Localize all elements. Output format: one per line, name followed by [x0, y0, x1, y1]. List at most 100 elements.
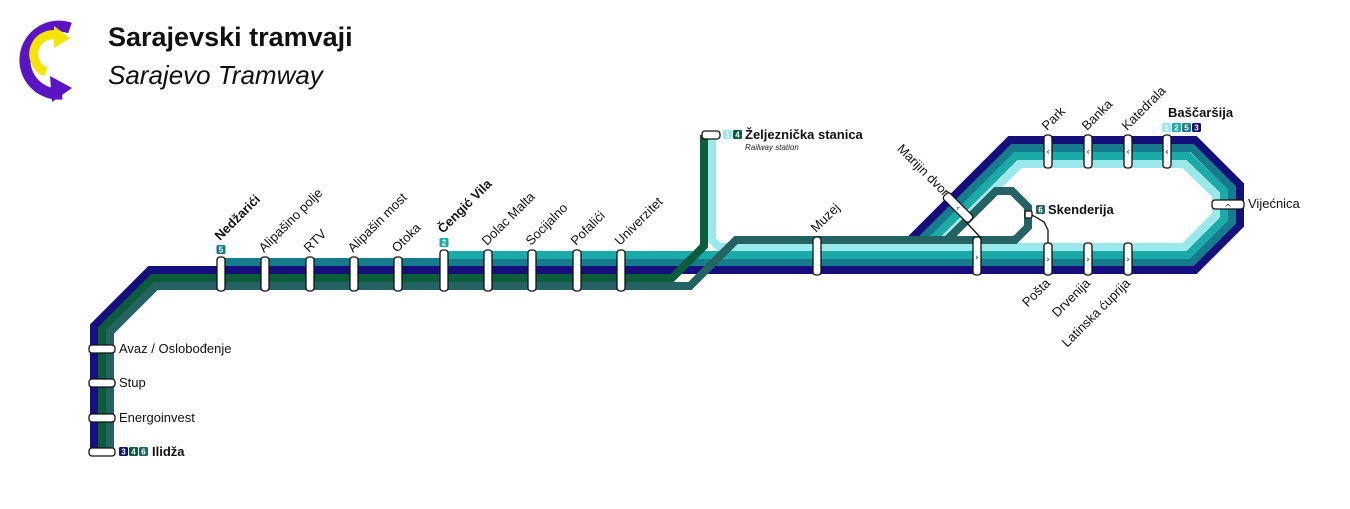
line-badge-1: 1: [723, 130, 732, 140]
line-badge-number: 2: [442, 239, 447, 248]
station-label[interactable]: Pošta: [1019, 275, 1054, 310]
station-marker[interactable]: [527, 249, 537, 292]
station-marker[interactable]: [1162, 134, 1172, 169]
line-badge-number: 2: [1174, 124, 1179, 133]
station-label[interactable]: Muzej: [808, 200, 843, 235]
station-marker[interactable]: [1211, 199, 1245, 210]
station-marker[interactable]: [972, 236, 982, 276]
station-marker[interactable]: [305, 256, 315, 292]
line-badge-number: 1: [1164, 124, 1169, 133]
station-energoinvest[interactable]: Energoinvest: [88, 410, 195, 425]
station-label[interactable]: Otoka: [389, 219, 425, 255]
station-marker[interactable]: [483, 249, 493, 292]
station-label[interactable]: Ilidža: [152, 444, 185, 459]
line-badge-2: 2: [439, 238, 449, 248]
direction-arrow-icon: ‹: [1086, 148, 1090, 158]
station-stup[interactable]: Stup: [88, 375, 146, 390]
line-badge-number: 5: [219, 246, 224, 255]
station-marker[interactable]: [260, 256, 270, 292]
line-badge-1: 1: [1162, 123, 1171, 133]
station-marker[interactable]: [616, 249, 626, 292]
station-marker[interactable]: [1083, 242, 1093, 276]
line-badge-3: 3: [1192, 123, 1201, 133]
tram-line-4[interactable]: [98, 135, 708, 456]
direction-arrow-icon: ›: [1086, 255, 1090, 265]
station-label[interactable]: Marijin dvor: [894, 141, 953, 200]
station-avaz-oslobo-enje[interactable]: Avaz / Oslobođenje: [88, 341, 232, 356]
tram-line-1[interactable]: [708, 135, 1220, 251]
station-marker[interactable]: [216, 256, 226, 292]
station-marker[interactable]: [572, 249, 582, 292]
direction-arrow-icon: ›: [1046, 255, 1050, 265]
station-label[interactable]: Latinska ćuprija: [1059, 275, 1134, 350]
logo-inner-arrowhead: [54, 26, 70, 48]
map-subtitle: Sarajevo Tramway: [108, 60, 325, 90]
station-marker[interactable]: [88, 378, 116, 388]
station-marker[interactable]: [393, 256, 403, 292]
transfer-connector: [1031, 214, 1049, 243]
direction-arrow-icon: ‹: [1165, 148, 1169, 158]
station-label[interactable]: RTV: [301, 226, 330, 255]
station-label[interactable]: Vijećnica: [1248, 196, 1301, 211]
station-skenderija[interactable]: Skenderija: [1024, 202, 1115, 243]
station-label[interactable]: Skenderija: [1048, 202, 1115, 217]
station-marker[interactable]: [1123, 242, 1133, 276]
station-marker[interactable]: [1083, 134, 1093, 169]
station-label[interactable]: Željeznička stanica: [745, 127, 864, 142]
station-label[interactable]: Nedžarići: [212, 192, 263, 243]
direction-arrow-icon: ‹: [1046, 148, 1050, 158]
tram-line-3[interactable]: [90, 136, 1244, 456]
station-label[interactable]: Univerzitet: [612, 194, 666, 248]
station-label[interactable]: Park: [1039, 103, 1069, 133]
line-badge-3: 3: [119, 447, 128, 457]
station-vije-nica[interactable]: ^ Vijećnica: [1211, 196, 1301, 214]
station-label[interactable]: Pofalići: [568, 208, 608, 248]
station-marker[interactable]: [439, 249, 449, 292]
logo-outer-arrow: [19, 20, 72, 100]
line-badge-6: 6: [139, 447, 148, 457]
tram-line-6[interactable]: [106, 187, 1032, 456]
station-label[interactable]: Avaz / Oslobođenje: [119, 341, 232, 356]
station-label[interactable]: Energoinvest: [119, 410, 195, 425]
station-marker[interactable]: [1043, 134, 1053, 169]
station-ba-ar-ija[interactable]: ‹ Baščaršija: [1162, 105, 1234, 169]
station-label[interactable]: Čengić Vila: [435, 176, 496, 237]
line-badge-number: 6: [1038, 206, 1043, 215]
direction-arrow-icon: ›: [975, 253, 979, 263]
station-ilid-a[interactable]: Ilidža: [88, 444, 185, 459]
station-label[interactable]: Baščaršija: [1168, 105, 1234, 120]
direction-arrow-icon: ^: [1224, 204, 1232, 214]
station-marker[interactable]: [1043, 242, 1053, 276]
station-marker[interactable]: [1024, 210, 1033, 219]
station-marker[interactable]: [701, 130, 721, 140]
line-badge-number: 3: [1194, 124, 1199, 133]
tracks: [90, 135, 1244, 456]
station-label[interactable]: Stup: [119, 375, 146, 390]
station-marker[interactable]: [88, 447, 116, 457]
tram-line-2[interactable]: [444, 152, 1228, 259]
direction-arrow-icon: ‹: [952, 204, 962, 214]
station-marker[interactable]: [88, 413, 116, 423]
logo-inner-arrow: [29, 30, 62, 77]
direction-arrow-icon: ‹: [1126, 148, 1130, 158]
station-marker[interactable]: [88, 344, 116, 354]
line-badge-number: 1: [725, 131, 730, 140]
station-marker[interactable]: [942, 192, 974, 224]
station-subtitle: Railway station: [745, 143, 799, 152]
line-badge-5: 5: [1182, 123, 1191, 133]
line-badge-number: 4: [735, 131, 740, 140]
line-badge-4: 4: [129, 447, 138, 457]
line-badge-2: 2: [1172, 123, 1181, 133]
line-badge-number: 3: [121, 448, 126, 457]
station-marker[interactable]: [812, 236, 822, 276]
line-badge-6: 6: [1036, 205, 1045, 215]
direction-arrow-icon: ›: [1126, 255, 1130, 265]
station-marker[interactable]: [349, 256, 359, 292]
station-label[interactable]: Katedrala: [1119, 83, 1170, 134]
tram-line-5[interactable]: [221, 144, 1236, 266]
map-title: Sarajevski tramvaji: [108, 22, 353, 52]
logo-outer-arrowhead: [50, 76, 72, 102]
station-label[interactable]: Banka: [1079, 96, 1116, 133]
station-marker[interactable]: [1123, 134, 1133, 169]
